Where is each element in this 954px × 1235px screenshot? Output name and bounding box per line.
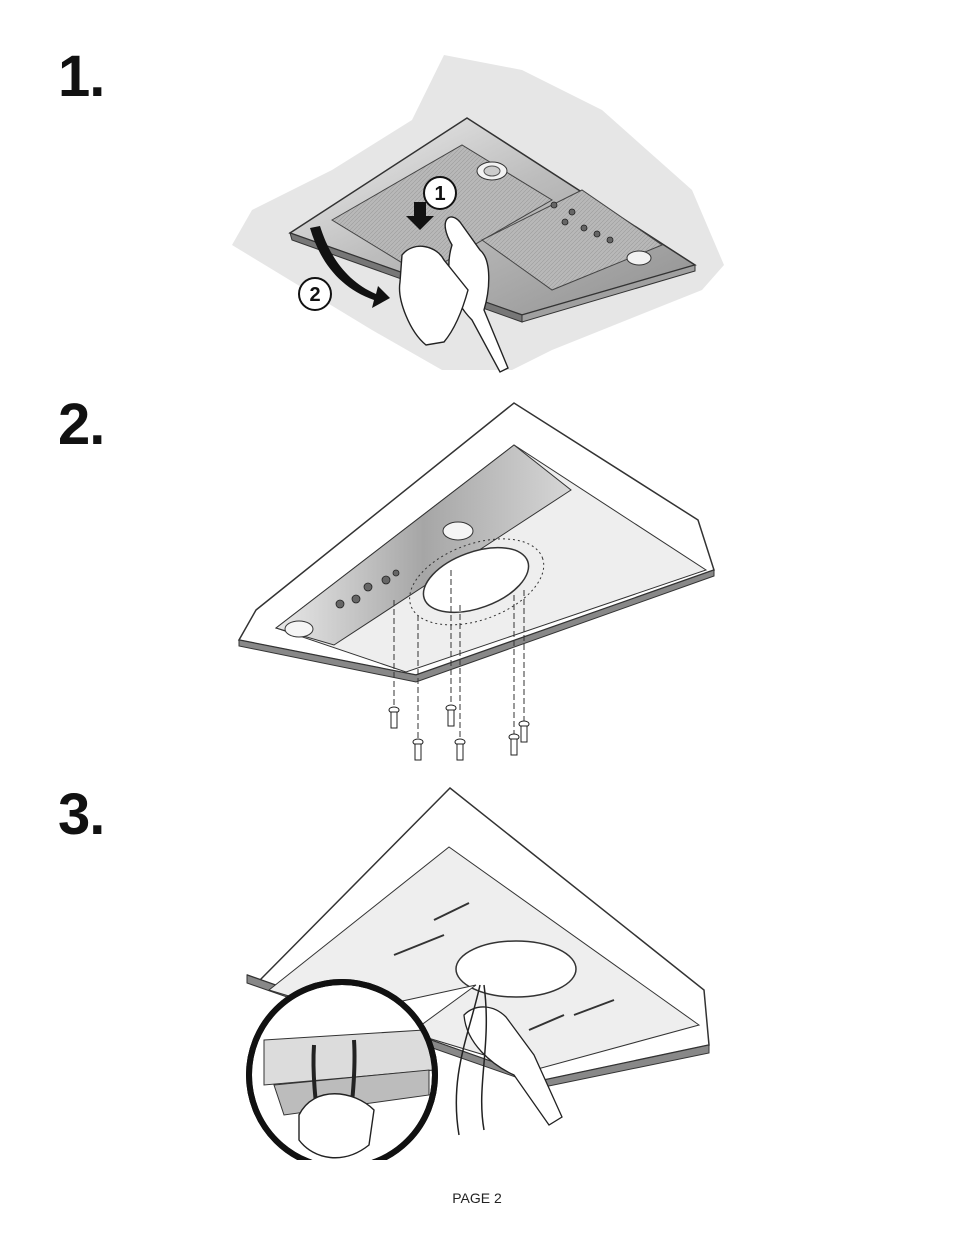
screw: [519, 721, 529, 742]
magnified-hand: [299, 1094, 374, 1158]
step-number-1: 1.: [58, 48, 104, 106]
page-number: PAGE 2: [0, 1190, 954, 1206]
screws: [389, 705, 529, 760]
hood-light-front: [627, 251, 651, 265]
figure-remove-screws: [236, 400, 716, 765]
screw: [455, 739, 465, 760]
light-center: [443, 522, 473, 540]
figure-pull-wires: [244, 785, 724, 1160]
callout-2: 2: [299, 278, 331, 310]
callout-1: 1: [424, 177, 456, 209]
callout-2-label: 2: [309, 284, 320, 306]
light-left: [285, 621, 313, 637]
screw: [509, 734, 519, 755]
detail-magnifier: [249, 982, 435, 1160]
screw: [446, 705, 456, 726]
screw: [389, 707, 399, 728]
step-number-2: 2.: [58, 396, 104, 454]
screw: [413, 739, 423, 760]
figure-remove-filter: 1 2: [222, 50, 732, 375]
blower-opening: [456, 941, 576, 997]
callout-1-label: 1: [434, 183, 445, 205]
step-number-3: 3.: [58, 786, 104, 844]
